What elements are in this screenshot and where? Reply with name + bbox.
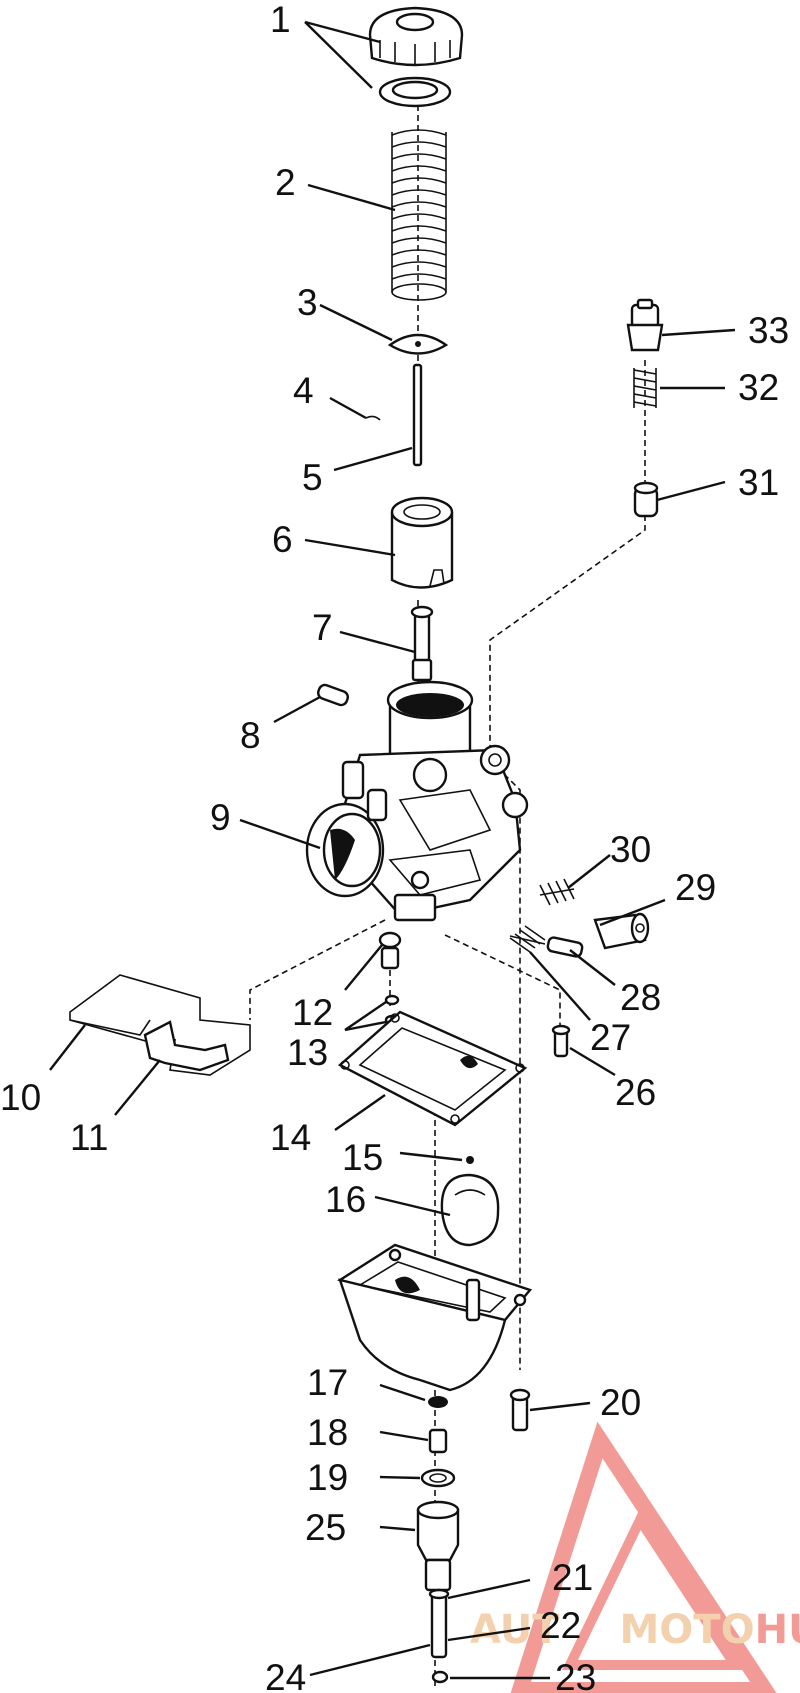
part-14-gasket (337, 1010, 528, 1127)
watermark-inner-triangle (562, 1509, 745, 1670)
callout-31: 31 (738, 462, 779, 503)
callout-5: 5 (302, 457, 323, 498)
part-16-float (440, 1173, 500, 1247)
watermark-logo: AUTMOTOHUB (470, 1421, 800, 1693)
callout-22: 22 (540, 1605, 581, 1646)
float-bowl (336, 1243, 533, 1392)
callout-8: 8 (240, 715, 261, 756)
part-17-washer (428, 1396, 448, 1408)
callout-3: 3 (297, 282, 318, 323)
callout-18: 18 (307, 1412, 348, 1453)
callout-15: 15 (342, 1137, 383, 1178)
part-23-washer (431, 1670, 449, 1684)
part-7-needle-jet (410, 605, 434, 682)
part-25-plug (416, 1500, 460, 1592)
part-31-fitting (633, 481, 659, 518)
part-19-oring (420, 1468, 456, 1488)
part-12-jet (378, 931, 402, 970)
callout-27: 27 (590, 1017, 631, 1058)
callout-10: 10 (0, 1077, 41, 1118)
watermark-triangle (510, 1421, 777, 1693)
callout-30: 30 (610, 829, 651, 870)
part-30-spring (539, 878, 575, 906)
part-2-spring (391, 129, 447, 301)
callout-26: 26 (615, 1072, 656, 1113)
part-24-tube (428, 1588, 450, 1659)
callout-23: 23 (555, 1657, 596, 1693)
callout-16: 16 (325, 1179, 366, 1220)
part-32-spring (633, 368, 657, 408)
callout-2: 2 (275, 162, 296, 203)
callout-28: 28 (620, 977, 661, 1018)
callout-9: 9 (210, 797, 231, 838)
svg-text:AUTMOTOHUB: AUTMOTOHUB (470, 1607, 800, 1653)
part-18-jet (428, 1428, 448, 1454)
part-27-spring (509, 925, 546, 953)
part-3-plate (387, 333, 449, 355)
part-15-pin (466, 1156, 474, 1164)
callout-13: 13 (287, 1032, 328, 1073)
callout-33: 33 (748, 310, 789, 351)
callout-24: 24 (265, 1657, 306, 1693)
callout-29: 29 (675, 867, 716, 908)
part-33-screw (626, 298, 664, 352)
part-4-eclip (365, 415, 381, 421)
callout-1: 1 (270, 0, 291, 40)
part-20-screw (509, 1388, 531, 1432)
watermark-text-hub: HUB (755, 1607, 800, 1653)
callout-12: 12 (292, 992, 333, 1033)
callout-11: 11 (70, 1117, 108, 1158)
part-10-11-plate (69, 974, 251, 1076)
part-29-screw (593, 912, 650, 950)
callout-19: 19 (307, 1457, 348, 1498)
callout-21: 21 (552, 1557, 593, 1598)
part-1-cap (368, 6, 464, 108)
watermark-text-moto: MOTO (620, 1607, 755, 1653)
part-6-slide (390, 496, 454, 589)
part-28-screw (546, 936, 584, 958)
part-8-pin (317, 683, 349, 707)
callout-25: 25 (305, 1507, 346, 1548)
callout-6: 6 (272, 519, 293, 560)
callout-20: 20 (600, 1382, 641, 1423)
part-5-needle (412, 363, 423, 467)
part-9-carb-body (305, 680, 529, 922)
callout-4: 4 (293, 370, 314, 411)
callout-14: 14 (270, 1117, 311, 1158)
part-26-screw (551, 1024, 571, 1058)
callout-7: 7 (312, 607, 333, 648)
callout-32: 32 (738, 367, 779, 408)
leader-lines (49, 20, 736, 1680)
callout-17: 17 (307, 1362, 348, 1403)
